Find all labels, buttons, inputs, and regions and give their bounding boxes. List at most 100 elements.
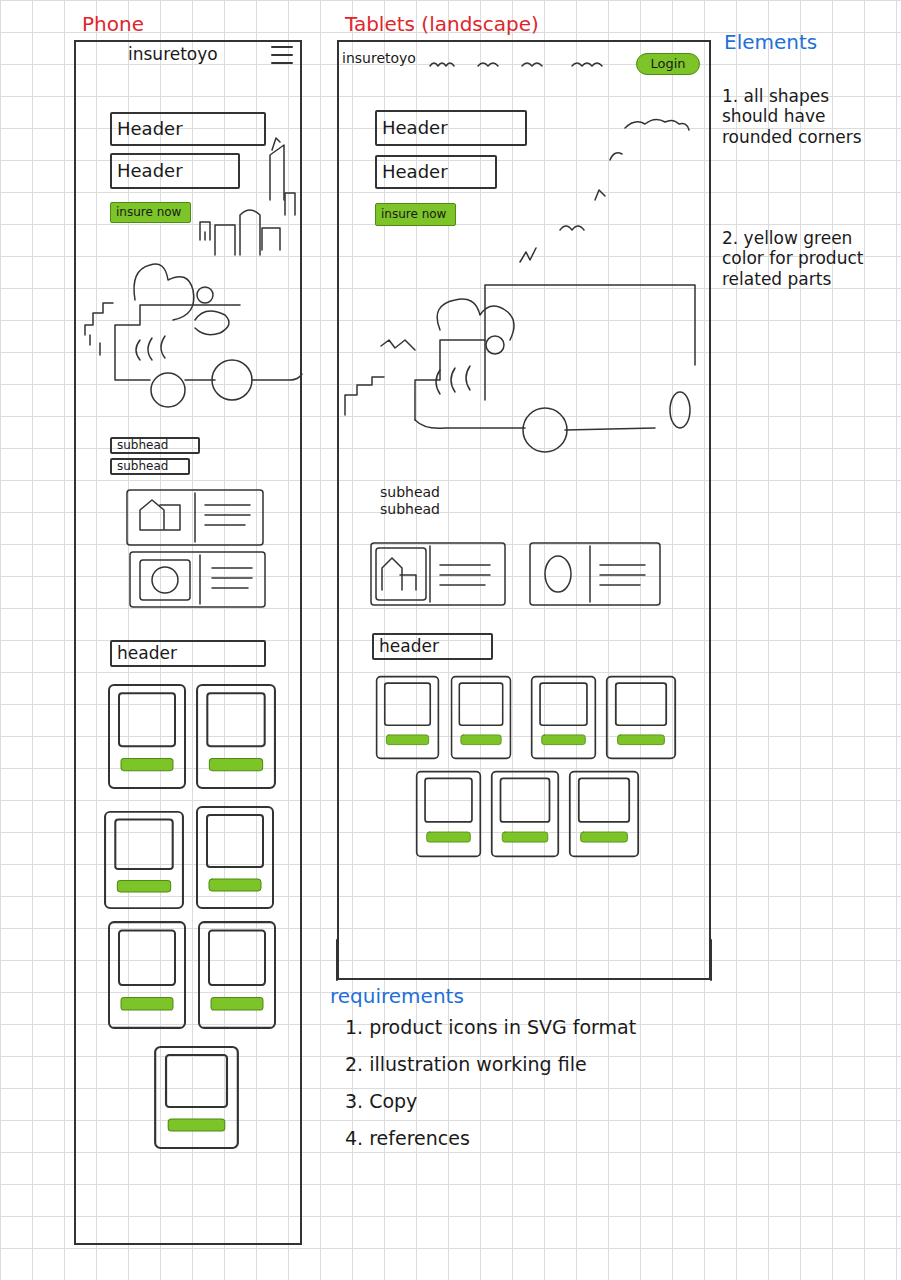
truck-window <box>436 366 470 394</box>
box-text: subhead <box>112 460 188 473</box>
menu-bar <box>272 62 292 64</box>
note-item: 2. yellow green color for product relate… <box>722 228 884 289</box>
truck-cab <box>415 340 485 420</box>
feature-card <box>130 552 265 607</box>
hamburger-icon <box>272 47 292 63</box>
character <box>437 299 514 340</box>
logo-text: insuretoyo <box>128 44 218 64</box>
product-card <box>155 1047 238 1148</box>
product-card <box>105 812 183 908</box>
feature-card <box>530 543 660 605</box>
product-card <box>532 677 596 759</box>
header-box: Header <box>110 153 240 189</box>
product-card <box>109 922 185 1028</box>
requirement-item: 4. references <box>345 1127 470 1150</box>
box-text: Header <box>377 157 495 187</box>
frame-heading: Tablets (landscape) <box>345 12 539 36</box>
header-box: Header <box>375 155 497 189</box>
text-lines <box>205 505 250 525</box>
product-card <box>452 677 511 759</box>
phone-frame: PhoneHeaderHeaderinsure nowsubheadsubhea… <box>74 40 302 1245</box>
building <box>200 222 210 240</box>
character <box>195 311 229 335</box>
house-icon <box>140 500 180 530</box>
product-card <box>570 772 638 857</box>
product-card <box>417 772 481 857</box>
nav-squiggle <box>572 63 602 66</box>
product-card <box>377 677 439 759</box>
character-head <box>486 336 504 354</box>
subhead-text: subhead <box>380 484 440 501</box>
nav-squiggle <box>430 63 454 66</box>
product-card <box>492 772 559 857</box>
truck-box <box>485 285 695 400</box>
box-text: insure now <box>111 203 190 222</box>
header-box: Header <box>110 112 266 146</box>
text-lines <box>600 565 645 585</box>
card-divider <box>589 546 591 602</box>
bush <box>381 340 415 350</box>
note-item: 1. all shapes should have rounded corner… <box>722 86 884 147</box>
requirement-item: 2. illustration working file <box>345 1053 587 1076</box>
product-card <box>607 677 675 759</box>
product-card <box>197 685 275 788</box>
circle-icon <box>545 556 571 592</box>
cta-button: insure now <box>375 203 456 226</box>
product-card <box>109 685 185 788</box>
product-card <box>197 807 273 908</box>
box-text: Header <box>377 112 525 144</box>
building <box>215 193 295 255</box>
frame-heading: Phone <box>82 12 144 36</box>
card-divider <box>199 555 201 604</box>
header-box: Header <box>375 110 527 146</box>
stairs <box>85 303 113 355</box>
tablet-illustration <box>345 119 695 452</box>
phone-illustration <box>85 138 302 407</box>
truck-window <box>136 336 165 360</box>
subhead-box: subhead <box>110 458 190 475</box>
icon-frame <box>140 560 190 600</box>
truck-wheel <box>212 360 252 400</box>
truck-wheel <box>670 392 690 428</box>
requirement-item: 3. Copy <box>345 1090 417 1113</box>
section-header: header <box>372 633 493 660</box>
menu-bar <box>272 54 292 56</box>
feature-card <box>127 490 263 545</box>
feature-cards <box>127 490 660 607</box>
box-text: Header <box>112 114 264 144</box>
login-button: Login <box>636 53 700 75</box>
text-lines <box>212 568 252 588</box>
requirements-heading: requirements <box>330 984 464 1008</box>
circle-icon <box>152 567 178 593</box>
icon-frame <box>376 548 426 600</box>
box-text: subhead <box>112 439 198 452</box>
truck-body <box>115 305 240 380</box>
ground-line <box>415 420 655 430</box>
box-text: header <box>112 642 264 665</box>
frame-edge <box>337 940 711 980</box>
subhead-text: subhead <box>380 501 440 518</box>
nav-squiggle <box>478 63 498 66</box>
section-header: header <box>110 640 266 667</box>
stairs <box>345 377 384 415</box>
character <box>134 264 194 320</box>
nav-links <box>430 63 602 66</box>
box-text: header <box>374 635 491 658</box>
ground-line <box>252 374 302 380</box>
feature-card <box>371 543 505 605</box>
building <box>270 138 284 200</box>
requirement-item: 1. product icons in SVG format <box>345 1016 636 1039</box>
product-cards <box>105 677 675 1148</box>
frame-ticks <box>337 940 711 980</box>
card-divider <box>194 493 196 542</box>
box-text: Login <box>637 54 699 74</box>
text-lines <box>440 565 490 585</box>
truck-wheel <box>523 408 567 452</box>
product-card <box>199 922 275 1028</box>
box-text: insure now <box>376 204 455 225</box>
nav-squiggle <box>522 63 542 66</box>
smoke-trail <box>520 119 689 262</box>
notes-heading: Elements <box>724 30 817 54</box>
cta-button: insure now <box>110 202 191 223</box>
truck-wheel <box>151 373 185 407</box>
